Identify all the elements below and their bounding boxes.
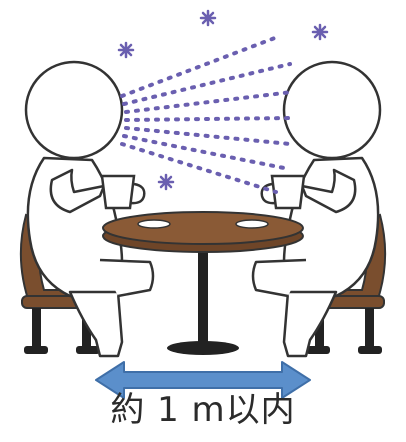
sparkle-icon [159, 175, 173, 189]
sparkle-icon [313, 25, 327, 39]
droplet-spray [122, 36, 292, 192]
left-person [26, 62, 153, 356]
right-cup-icon [262, 176, 304, 208]
sparkle-icon [119, 43, 133, 57]
right-person [253, 62, 380, 356]
left-cup-icon [102, 176, 144, 208]
distance-caption: 約 1 m以内 [0, 388, 406, 432]
sparkle-icon [201, 11, 215, 25]
